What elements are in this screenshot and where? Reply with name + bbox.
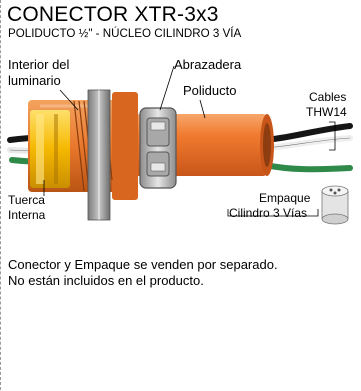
empaque-bracket [227, 209, 319, 217]
label-interior-line1: Interior del [8, 57, 70, 72]
label-poliducto: Poliducto [183, 83, 237, 98]
luminaire-wall [87, 89, 111, 221]
label-cables-line2: THW14 [306, 105, 347, 119]
footer-note-line2: No están incluidos en el producto. [8, 273, 204, 288]
wires-right [262, 123, 353, 173]
leader-lines [43, 65, 336, 196]
label-cables-line1: Cables [309, 90, 347, 104]
label-abrazadera: Abrazadera [174, 57, 242, 72]
gasket-icon [321, 185, 349, 225]
page-subtitle: POLIDUCTO ½" - NÚCLEO CILINDRO 3 VÍA [8, 27, 242, 40]
label-tuerca-line2: Interna [8, 208, 46, 222]
label-empaque-line2: Cilindro 3 Vías [229, 206, 308, 220]
internal-nut [30, 110, 70, 188]
page-title: CONECTOR XTR-3x3 [7, 3, 219, 26]
label-interior-line2: luminario [8, 73, 61, 88]
label-empaque-line1: Empaque [259, 191, 311, 205]
label-tuerca-line1: Tuerca [8, 193, 45, 207]
clamp [139, 107, 177, 189]
footer-note-line1: Conector y Empaque se venden por separad… [8, 257, 278, 272]
